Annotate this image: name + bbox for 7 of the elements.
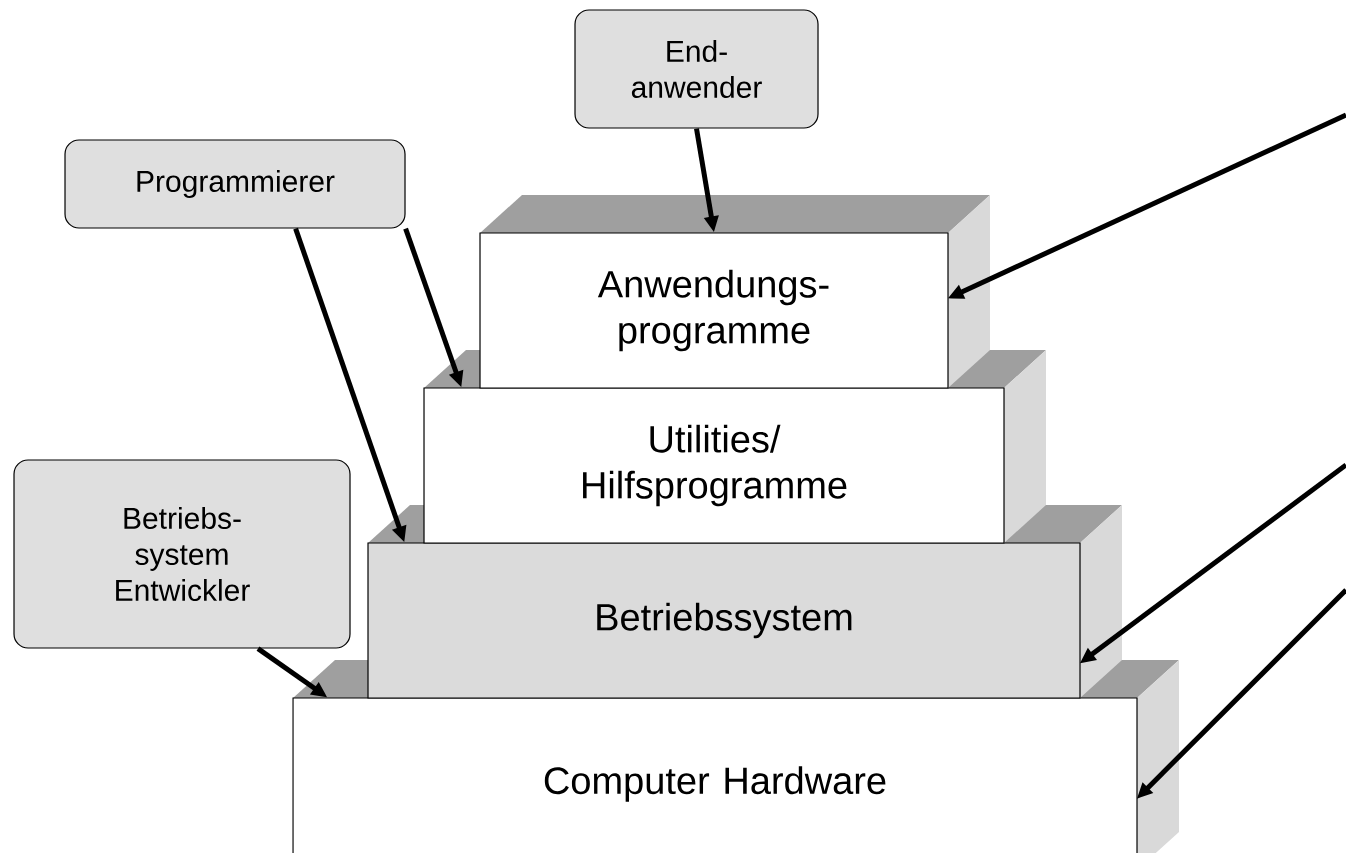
role-box: End- anwender <box>574 9 819 129</box>
layer-box: Betriebssystem <box>367 542 1081 699</box>
role-box: Betriebs- system Entwickler <box>13 459 351 649</box>
layer-box: Utilities/ Hilfsprogramme <box>423 387 1005 544</box>
layer-box: Computer Hardware <box>292 697 1138 853</box>
layer-box: Anwendungs- programme <box>479 232 949 389</box>
role-box: Programmierer <box>64 139 406 229</box>
